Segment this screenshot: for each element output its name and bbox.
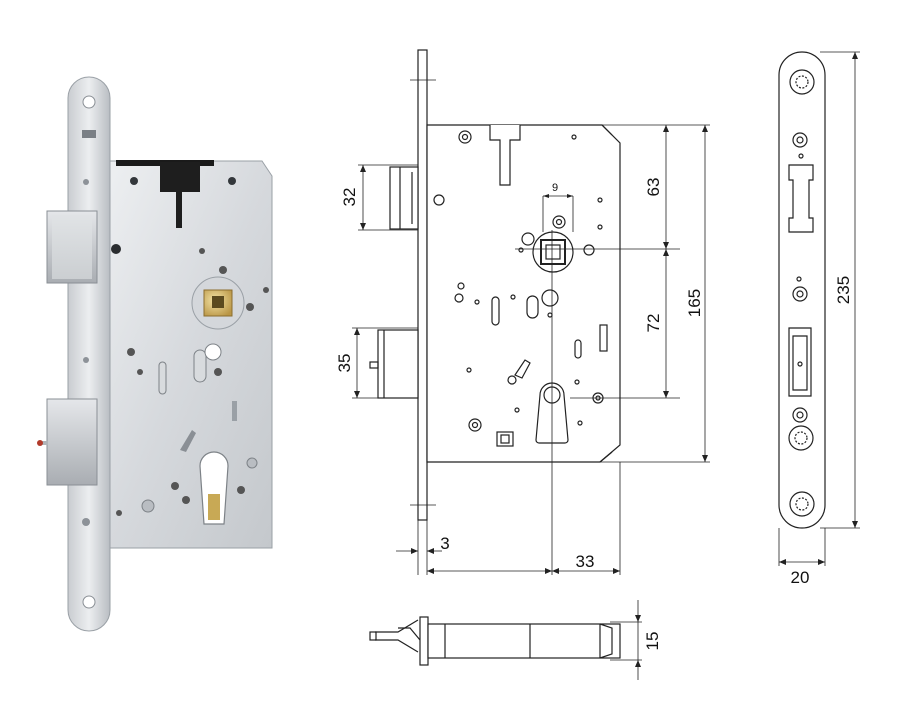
- dim-latch-height: 32: [340, 188, 359, 207]
- dim-backset: 33: [576, 552, 595, 571]
- faceplate-photo: [67, 76, 111, 632]
- dim-faceplate-thickness: 3: [440, 534, 449, 553]
- arrowheads: [354, 125, 708, 574]
- latch-opening: [788, 164, 814, 233]
- latch-drawing: [389, 166, 419, 230]
- case-notch: [160, 162, 200, 228]
- top-view-drawing: [369, 616, 621, 666]
- bolt-opening: [788, 327, 812, 397]
- dim-spindle-square: 9: [552, 182, 558, 194]
- faceplate-side: [417, 49, 428, 521]
- front-view-drawing: [369, 49, 621, 521]
- faceplate-drawing: [778, 51, 826, 529]
- dim-faceplate-length: 235: [834, 276, 853, 304]
- cylinder-hole-photo: [199, 451, 229, 525]
- faceplate-screw-hole-top: [82, 95, 96, 109]
- dim-faceplate-width: 20: [791, 568, 810, 587]
- faceplate-outline: [778, 51, 826, 529]
- dim-case-depth: 15: [643, 632, 662, 651]
- cylinder-hole-drawing: [535, 382, 569, 444]
- follower-drawing: [532, 231, 574, 273]
- faceplate-logo: [82, 130, 96, 138]
- dim-follower-to-cylinder: 72: [644, 314, 663, 333]
- faceplate-screw-hole-bottom: [82, 595, 96, 609]
- dim-case-height: 165: [685, 289, 704, 317]
- case-outline: [426, 124, 621, 463]
- deadbolt-photo: [46, 398, 98, 486]
- trigger-pin: [37, 440, 43, 446]
- dim-follower-to-top: 63: [644, 178, 663, 197]
- lock-photo: [37, 76, 273, 632]
- dim-bolt-height: 35: [335, 354, 354, 373]
- faceplate-dimension-lines: [778, 51, 860, 566]
